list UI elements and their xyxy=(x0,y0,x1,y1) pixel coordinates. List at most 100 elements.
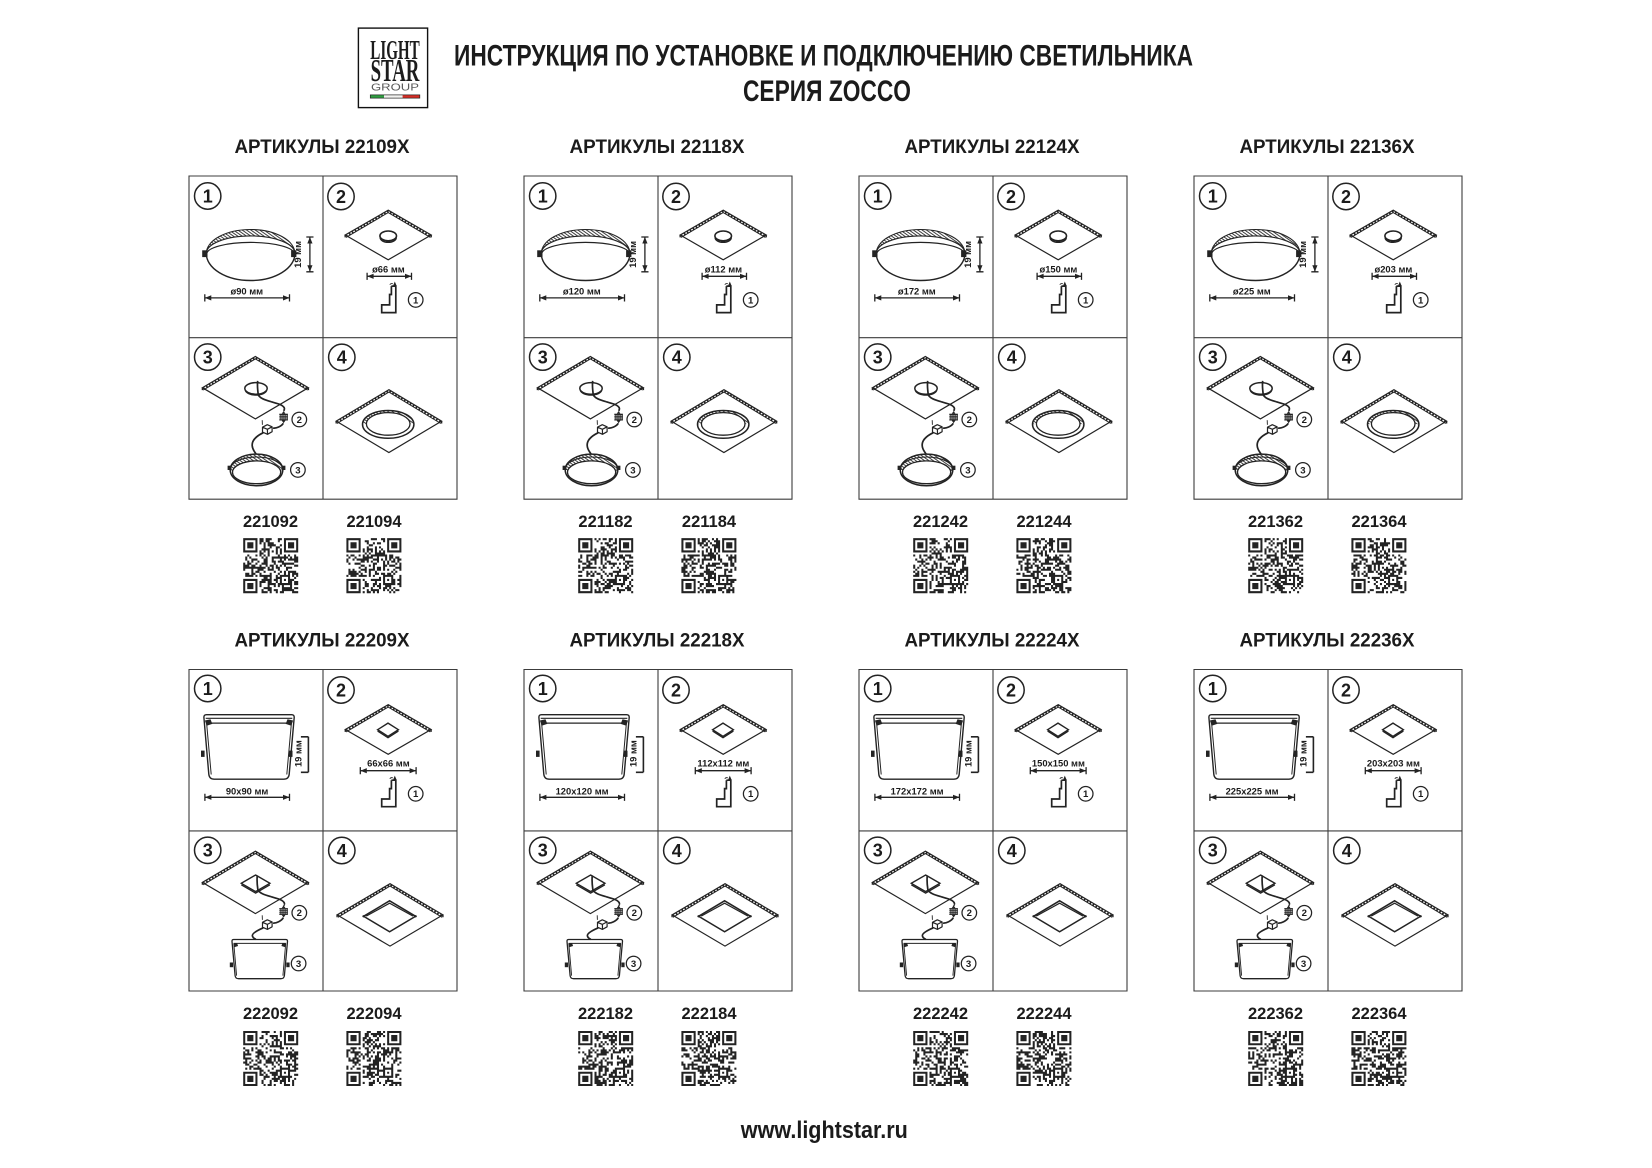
svg-text:www.lightstar.ru: www.lightstar.ru xyxy=(740,1117,908,1144)
svg-text:3: 3 xyxy=(203,348,213,368)
svg-text:1: 1 xyxy=(1418,295,1424,306)
svg-text:221362: 221362 xyxy=(1248,513,1303,531)
svg-text:2: 2 xyxy=(1341,187,1351,207)
svg-text:3: 3 xyxy=(1300,465,1305,476)
svg-text:1: 1 xyxy=(1208,186,1218,206)
svg-text:3: 3 xyxy=(1301,959,1306,970)
svg-text:2: 2 xyxy=(1302,415,1307,426)
svg-text:4: 4 xyxy=(1007,841,1017,861)
svg-text:1: 1 xyxy=(873,186,883,206)
svg-text:1: 1 xyxy=(1208,679,1218,699)
svg-text:221094: 221094 xyxy=(346,513,402,531)
svg-text:ø172 мм: ø172 мм xyxy=(898,285,936,296)
svg-text:222244: 222244 xyxy=(1016,1005,1072,1023)
svg-text:2: 2 xyxy=(336,680,346,700)
svg-text:2: 2 xyxy=(1341,680,1351,700)
svg-text:2: 2 xyxy=(671,187,681,207)
svg-text:АРТИКУЛЫ 22224X: АРТИКУЛЫ 22224X xyxy=(905,631,1080,652)
svg-text:3: 3 xyxy=(295,465,300,476)
svg-text:221182: 221182 xyxy=(578,513,632,531)
svg-text:19 мм: 19 мм xyxy=(1297,241,1308,268)
svg-text:2: 2 xyxy=(671,680,681,700)
svg-text:66x66 мм: 66x66 мм xyxy=(367,758,410,769)
svg-text:3: 3 xyxy=(630,465,635,476)
svg-text:120x120 мм: 120x120 мм xyxy=(556,786,609,797)
svg-text:2: 2 xyxy=(336,187,346,207)
svg-text:19 мм: 19 мм xyxy=(627,241,638,268)
svg-text:221242: 221242 xyxy=(913,513,968,531)
svg-text:90x90 мм: 90x90 мм xyxy=(226,786,269,797)
svg-text:1: 1 xyxy=(873,679,883,699)
svg-text:3: 3 xyxy=(296,959,301,970)
svg-text:2: 2 xyxy=(1006,187,1016,207)
svg-text:4: 4 xyxy=(1342,841,1352,861)
svg-text:112x112 мм: 112x112 мм xyxy=(697,758,749,769)
svg-text:222094: 222094 xyxy=(346,1005,402,1023)
svg-text:2: 2 xyxy=(967,908,972,919)
svg-text:172x172 мм: 172x172 мм xyxy=(891,786,944,797)
svg-text:GROUP: GROUP xyxy=(371,83,419,94)
svg-text:1: 1 xyxy=(748,295,754,306)
svg-text:2: 2 xyxy=(967,415,972,426)
svg-text:222184: 222184 xyxy=(681,1005,737,1023)
svg-text:19 мм: 19 мм xyxy=(628,740,639,767)
svg-text:225x225 мм: 225x225 мм xyxy=(1226,786,1279,797)
svg-text:2: 2 xyxy=(1302,908,1307,919)
svg-text:ø225 мм: ø225 мм xyxy=(1233,285,1271,296)
svg-text:3: 3 xyxy=(203,841,213,861)
svg-text:STAR: STAR xyxy=(371,53,421,88)
svg-text:3: 3 xyxy=(873,841,883,861)
svg-text:3: 3 xyxy=(538,841,548,861)
svg-text:1: 1 xyxy=(538,186,548,206)
svg-text:2: 2 xyxy=(632,908,637,919)
svg-text:3: 3 xyxy=(966,959,971,970)
svg-text:3: 3 xyxy=(965,465,970,476)
svg-text:3: 3 xyxy=(873,348,883,368)
svg-text:ø66 мм: ø66 мм xyxy=(372,264,405,275)
svg-text:4: 4 xyxy=(1342,348,1352,368)
svg-text:2: 2 xyxy=(297,908,302,919)
svg-text:АРТИКУЛЫ 22118X: АРТИКУЛЫ 22118X xyxy=(570,137,745,158)
svg-text:АРТИКУЛЫ 22236X: АРТИКУЛЫ 22236X xyxy=(1240,631,1415,652)
svg-text:1: 1 xyxy=(748,789,754,800)
svg-text:ø203 мм: ø203 мм xyxy=(1374,264,1412,275)
svg-text:203x203 мм: 203x203 мм xyxy=(1367,758,1420,769)
svg-text:4: 4 xyxy=(1007,348,1017,368)
svg-text:221364: 221364 xyxy=(1351,513,1407,531)
svg-text:СЕРИЯ ZOCCO: СЕРИЯ ZOCCO xyxy=(743,75,911,108)
svg-text:ø150 мм: ø150 мм xyxy=(1039,264,1077,275)
svg-text:221244: 221244 xyxy=(1016,513,1072,531)
svg-text:221092: 221092 xyxy=(243,513,298,531)
svg-text:1: 1 xyxy=(203,186,213,206)
svg-text:АРТИКУЛЫ 22124X: АРТИКУЛЫ 22124X xyxy=(905,137,1080,158)
svg-text:1: 1 xyxy=(413,789,419,800)
svg-text:2: 2 xyxy=(632,415,637,426)
svg-text:4: 4 xyxy=(337,841,347,861)
svg-text:19 мм: 19 мм xyxy=(292,241,303,268)
svg-text:3: 3 xyxy=(1208,348,1218,368)
svg-text:19 мм: 19 мм xyxy=(963,740,974,767)
svg-text:150x150 мм: 150x150 мм xyxy=(1032,758,1085,769)
svg-text:222364: 222364 xyxy=(1351,1005,1407,1023)
svg-text:АРТИКУЛЫ 22136X: АРТИКУЛЫ 22136X xyxy=(1240,137,1415,158)
svg-text:2: 2 xyxy=(1006,680,1016,700)
svg-text:1: 1 xyxy=(538,679,548,699)
svg-text:222362: 222362 xyxy=(1248,1005,1303,1023)
svg-text:ø120 мм: ø120 мм xyxy=(563,285,601,296)
svg-text:3: 3 xyxy=(538,348,548,368)
svg-text:222182: 222182 xyxy=(578,1005,633,1023)
svg-text:222092: 222092 xyxy=(243,1005,298,1023)
svg-text:4: 4 xyxy=(672,348,682,368)
svg-text:221184: 221184 xyxy=(682,513,737,531)
svg-text:ИНСТРУКЦИЯ ПО УСТАНОВКЕ И ПОДК: ИНСТРУКЦИЯ ПО УСТАНОВКЕ И ПОДКЛЮЧЕНИЮ СВ… xyxy=(454,39,1193,72)
svg-text:19 мм: 19 мм xyxy=(293,740,304,767)
svg-text:АРТИКУЛЫ 22218X: АРТИКУЛЫ 22218X xyxy=(570,631,745,652)
svg-text:222242: 222242 xyxy=(913,1005,968,1023)
svg-text:1: 1 xyxy=(1083,295,1089,306)
svg-text:ø90 мм: ø90 мм xyxy=(230,285,263,296)
svg-text:19 мм: 19 мм xyxy=(1298,740,1309,767)
svg-text:3: 3 xyxy=(631,959,636,970)
svg-text:4: 4 xyxy=(672,841,682,861)
svg-text:1: 1 xyxy=(413,295,419,306)
svg-text:1: 1 xyxy=(1418,789,1424,800)
